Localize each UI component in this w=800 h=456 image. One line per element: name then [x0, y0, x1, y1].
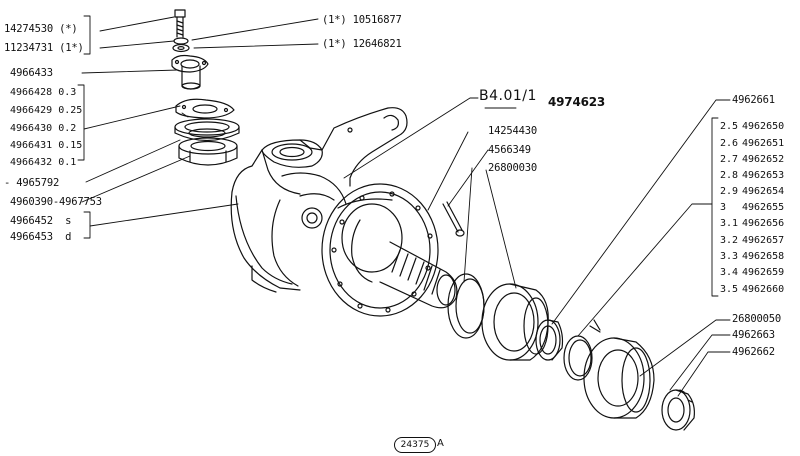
- label-bearing: - 4965792: [4, 177, 60, 189]
- label-seal: 26800030: [488, 162, 537, 174]
- screw-drawing: [442, 201, 465, 237]
- seal-drawing: [447, 273, 485, 339]
- label-shim-1: 4966428 0.3: [10, 87, 77, 98]
- figure-suffix: A: [437, 438, 444, 449]
- nut-drawing: [661, 389, 695, 431]
- label-knuckle-right: 4966453 d: [10, 231, 72, 243]
- label-spacer-group: 4962661: [732, 94, 775, 106]
- label-pin: 4566349: [488, 144, 531, 156]
- steering-knuckle-drawing: [230, 107, 408, 293]
- figure-number-badge: 24375: [394, 437, 436, 453]
- label-pivot-cap: 4966433: [10, 67, 53, 79]
- pivot-cap-drawing: [171, 54, 209, 90]
- hub-drawing: [321, 183, 458, 317]
- label-outer-bearing: 4962663: [732, 329, 775, 341]
- right-leaders: [551, 99, 731, 397]
- snap-ring-drawing: [563, 319, 601, 381]
- label-top-washer: (1*) 10516877: [322, 14, 402, 26]
- label-shim-4: 4966431 0.15: [10, 140, 83, 151]
- washer-drawing: [172, 37, 190, 53]
- outer-bearing-drawing: [583, 337, 655, 419]
- label-screw: 14254430: [488, 125, 537, 137]
- label-top-ring: (1*) 12646821: [322, 38, 402, 50]
- label-shim-2: 4966429 0.25: [10, 105, 83, 116]
- bolt-drawing: [174, 9, 186, 38]
- middle-leaders: [343, 97, 517, 289]
- label-bolt: 14274530 (*): [4, 23, 78, 35]
- reference-code: B4.01/1: [479, 88, 537, 104]
- label-ring: 26800050: [732, 313, 781, 325]
- label-washer-lock: 11234731 (1*): [4, 42, 84, 54]
- spacer-ring-drawing: [535, 319, 564, 361]
- left-leaders: [77, 15, 319, 239]
- label-nut: 4962662: [732, 346, 775, 358]
- upper-bearing-drawing: [174, 118, 240, 142]
- label-shim-5: 4966432 0.1: [10, 157, 77, 168]
- label-knuckle-left: 4966452 s: [10, 215, 72, 227]
- inner-bearing-drawing: [481, 283, 549, 361]
- label-bearing-pair: 4960390-4967753: [10, 196, 102, 208]
- shim-plate-drawing: [175, 98, 235, 119]
- assembly-part-number: 4974623: [548, 95, 606, 109]
- lower-bearing-drawing: [178, 137, 238, 166]
- label-shim-3: 4966430 0.2: [10, 123, 77, 134]
